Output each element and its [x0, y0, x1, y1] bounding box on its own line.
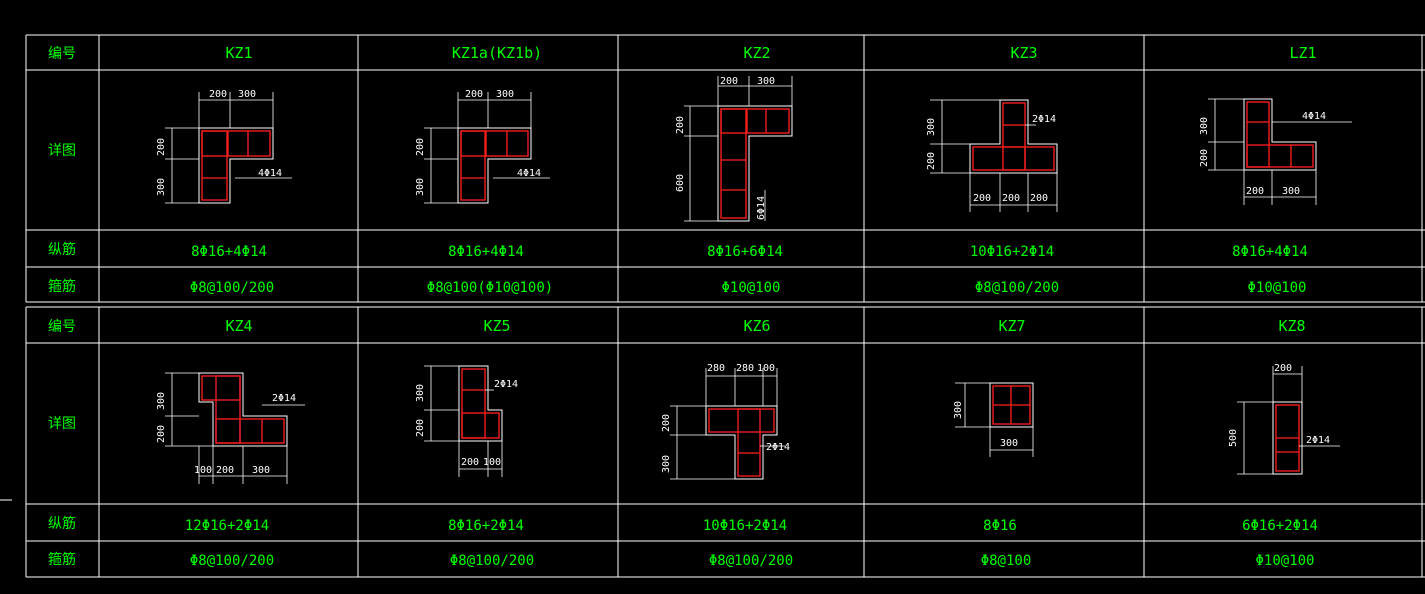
dim-label: 100 [757, 363, 775, 374]
dim-label: 300 [415, 178, 426, 196]
dim-label: 300 [156, 178, 167, 196]
dim-label: 300 [953, 401, 964, 419]
dim-label: 200 [1199, 149, 1210, 167]
gujin-value: Φ8@100(Φ10@100) [427, 280, 553, 296]
gujin-value: Φ10@100 [721, 280, 780, 296]
zongjin-value: 6Φ16+2Φ14 [1242, 518, 1318, 534]
zongjin-value: 8Φ16+6Φ14 [707, 244, 783, 260]
column-id: KZ3 [1010, 44, 1037, 62]
dim-label: 200 [461, 457, 479, 468]
zongjin-value: 8Φ16+4Φ14 [191, 244, 267, 260]
callout-label: 4Φ14 [1302, 111, 1326, 122]
column-id: KZ2 [743, 44, 770, 62]
gujin-value: Φ8@100/200 [975, 280, 1059, 296]
column-id: LZ1 [1289, 44, 1316, 62]
dim-label: 300 [156, 392, 167, 410]
zongjin-value: 8Φ16+4Φ14 [1232, 244, 1308, 260]
callout-label: 2Φ14 [1032, 114, 1056, 125]
zongjin-value: 12Φ16+2Φ14 [185, 518, 269, 534]
dim-label: 200 [209, 89, 227, 100]
gujin-value: Φ10@100 [1255, 553, 1314, 569]
gujin-value: Φ8@100/200 [190, 280, 274, 296]
gujin-value: Φ10@100 [1247, 280, 1306, 296]
dim-label: 200 [973, 193, 991, 204]
section-drawing-kz6: 280 280 100 200 300 2Φ14 [661, 363, 790, 480]
section-drawing-lz1: 300 200 200 300 4Φ14 [1199, 98, 1352, 205]
dim-label: 200 [720, 76, 738, 87]
section-drawing-kz3: 300 200 200 200 200 2Φ14 [926, 99, 1058, 212]
section-drawing-kz2: 200 300 200 600 6Φ14 [675, 76, 793, 222]
callout-label: 2Φ14 [1306, 435, 1330, 446]
dim-label: 200 [415, 419, 426, 437]
dim-label: 200 [1002, 193, 1020, 204]
dim-label: 200 [156, 425, 167, 443]
label-bianhao: 编号 [48, 319, 76, 335]
dim-label: 280 [707, 363, 725, 374]
dim-label: 200 [1274, 363, 1292, 374]
dim-label: 300 [1199, 117, 1210, 135]
table-grid [0, 34, 1425, 578]
label-xiangtu: 详图 [48, 416, 76, 432]
dim-label: 500 [1228, 429, 1239, 447]
dim-label: 300 [252, 465, 270, 476]
column-id: KZ1a(KZ1b) [452, 44, 542, 62]
dim-label: 200 [465, 89, 483, 100]
zongjin-value: 10Φ16+2Φ14 [970, 244, 1054, 260]
column-id: KZ7 [998, 317, 1025, 335]
column-id: KZ1 [225, 44, 252, 62]
section-drawing-kz8: 200 500 2Φ14 [1228, 363, 1340, 475]
column-id: KZ8 [1278, 317, 1305, 335]
dim-label: 100 [483, 457, 501, 468]
callout-label: 4Φ14 [258, 168, 282, 179]
dim-label: 200 [675, 116, 686, 134]
dim-label: 300 [757, 76, 775, 87]
dim-label: 200 [415, 138, 426, 156]
zongjin-value: 8Φ16+4Φ14 [448, 244, 524, 260]
gujin-value: Φ8@100/200 [450, 553, 534, 569]
dim-label: 200 [156, 138, 167, 156]
column-id: KZ5 [483, 317, 510, 335]
callout-label: 6Φ14 [756, 196, 767, 220]
section-drawing-kz1a: 200 300 200 300 4Φ14 [415, 89, 550, 204]
label-xiangtu: 详图 [48, 143, 76, 159]
dim-label: 280 [736, 363, 754, 374]
column-id: KZ6 [743, 317, 770, 335]
dim-label: 300 [926, 118, 937, 136]
label-gujin: 箍筋 [48, 551, 76, 568]
section-drawing-kz5: 300 200 200 100 2Φ14 [415, 365, 518, 477]
dim-label: 200 [1030, 193, 1048, 204]
gujin-value: Φ8@100/200 [709, 553, 793, 569]
section-drawing-kz4: 300 200 100 200 300 2Φ14 [156, 372, 305, 484]
callout-label: 4Φ14 [517, 168, 541, 179]
column-id: KZ4 [225, 317, 252, 335]
dim-label: 200 [216, 465, 234, 476]
callout-label: 2Φ14 [766, 442, 790, 453]
section-drawing-kz1: 200 300 200 300 4Φ14 [156, 89, 292, 204]
callout-label: 2Φ14 [494, 379, 518, 390]
dim-label: 100 [194, 465, 212, 476]
dim-label: 300 [661, 455, 672, 473]
gujin-value: Φ8@100/200 [190, 553, 274, 569]
dim-label: 200 [1246, 186, 1264, 197]
gujin-value: Φ8@100 [981, 553, 1032, 569]
dim-label: 200 [926, 152, 937, 170]
section-drawing-kz7: 300 300 [953, 382, 1034, 457]
dim-label: 200 [661, 414, 672, 432]
zongjin-value: 8Φ16+2Φ14 [448, 518, 524, 534]
zongjin-value: 8Φ16 [983, 518, 1017, 534]
label-bianhao: 编号 [48, 46, 76, 62]
dim-label: 300 [496, 89, 514, 100]
dim-label: 600 [675, 174, 686, 192]
dim-label: 300 [415, 384, 426, 402]
callout-label: 2Φ14 [272, 393, 296, 404]
zongjin-value: 10Φ16+2Φ14 [703, 518, 787, 534]
dim-label: 300 [238, 89, 256, 100]
label-zongjin: 纵筋 [48, 241, 76, 258]
dim-label: 300 [1000, 438, 1018, 449]
dim-label: 300 [1282, 186, 1300, 197]
label-zongjin: 纵筋 [48, 515, 76, 532]
label-gujin: 箍筋 [48, 278, 76, 295]
